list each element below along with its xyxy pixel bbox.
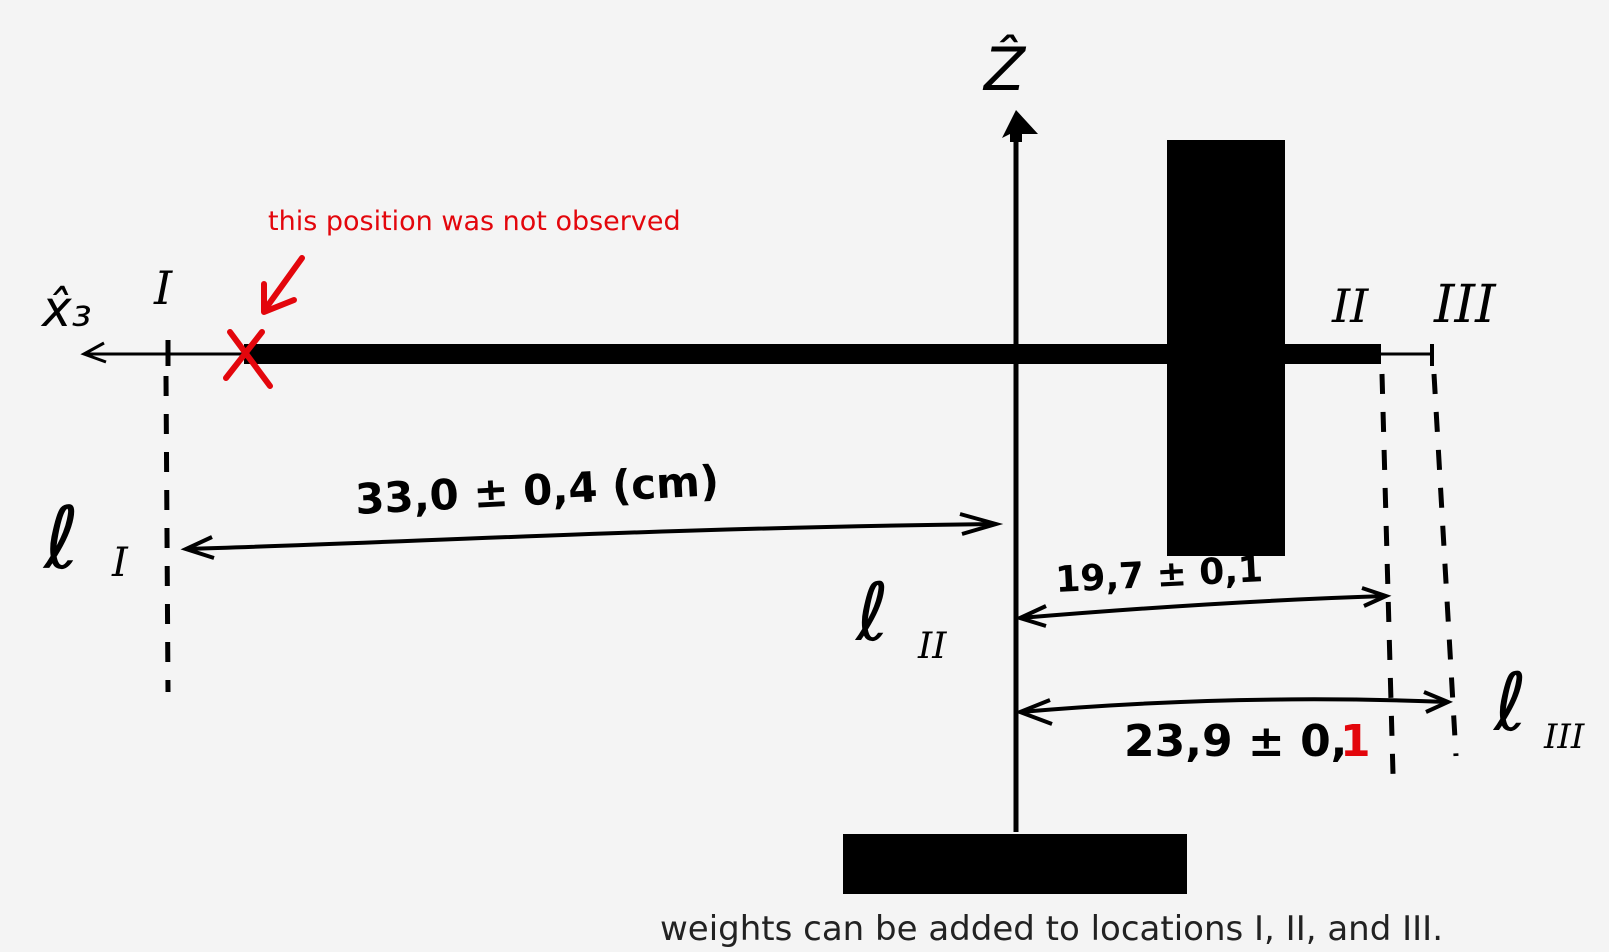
l-I-dimension-arrow	[185, 522, 997, 551]
x-axis-label: x̂₃	[40, 280, 92, 338]
l-II-subscript: II	[917, 626, 947, 667]
diagram-caption: weights can be added to locations I, II,…	[660, 909, 1443, 949]
l-I-arrowhead-right	[959, 512, 1004, 536]
annotation-text: this position was not observed	[268, 206, 681, 237]
l-III-subscript: III	[1543, 717, 1585, 757]
l-III-value-digit: 1	[1340, 716, 1371, 767]
z-axis-label: Ẑ	[982, 33, 1027, 105]
beam	[244, 344, 1381, 364]
l-I-value: 33,0 ± 0,4 (cm)	[354, 456, 720, 524]
l-III-arrowhead-left	[1014, 698, 1053, 726]
l-II-arrowhead-right	[1361, 586, 1392, 608]
l-III-arrowhead-right	[1423, 690, 1454, 714]
unobserved-position-x-mark	[223, 329, 273, 389]
l-II-symbol: ℓ	[854, 566, 889, 659]
l-I-arrowhead-left	[180, 535, 215, 560]
base-block	[843, 834, 1187, 894]
annotation-arrow	[263, 255, 305, 311]
z-axis-arrowhead	[1002, 110, 1038, 142]
location-I-dashed-line	[163, 375, 171, 693]
l-III-value: 23,9 ± 0,	[1124, 716, 1347, 767]
l-III-symbol: ℓ	[1492, 656, 1527, 749]
l-I-subscript: I	[111, 540, 129, 586]
location-II-dashed-line	[1379, 373, 1396, 775]
annotation-arrowhead	[261, 281, 297, 315]
l-II-value: 19,7 ± 0,1	[1054, 549, 1264, 601]
l-I-symbol: ℓ	[42, 489, 80, 589]
l-II-arrowhead-left	[1014, 604, 1047, 628]
l-III-dimension-arrow	[1019, 697, 1449, 714]
location-II-label: II	[1331, 279, 1369, 333]
x-axis-arrowhead	[80, 341, 107, 364]
location-III-label: III	[1433, 275, 1497, 335]
l-II-dimension-arrow	[1019, 594, 1387, 620]
location-III-dashed-line	[1431, 373, 1459, 757]
location-I-label: I	[153, 261, 173, 315]
counterweight-block	[1167, 140, 1285, 556]
